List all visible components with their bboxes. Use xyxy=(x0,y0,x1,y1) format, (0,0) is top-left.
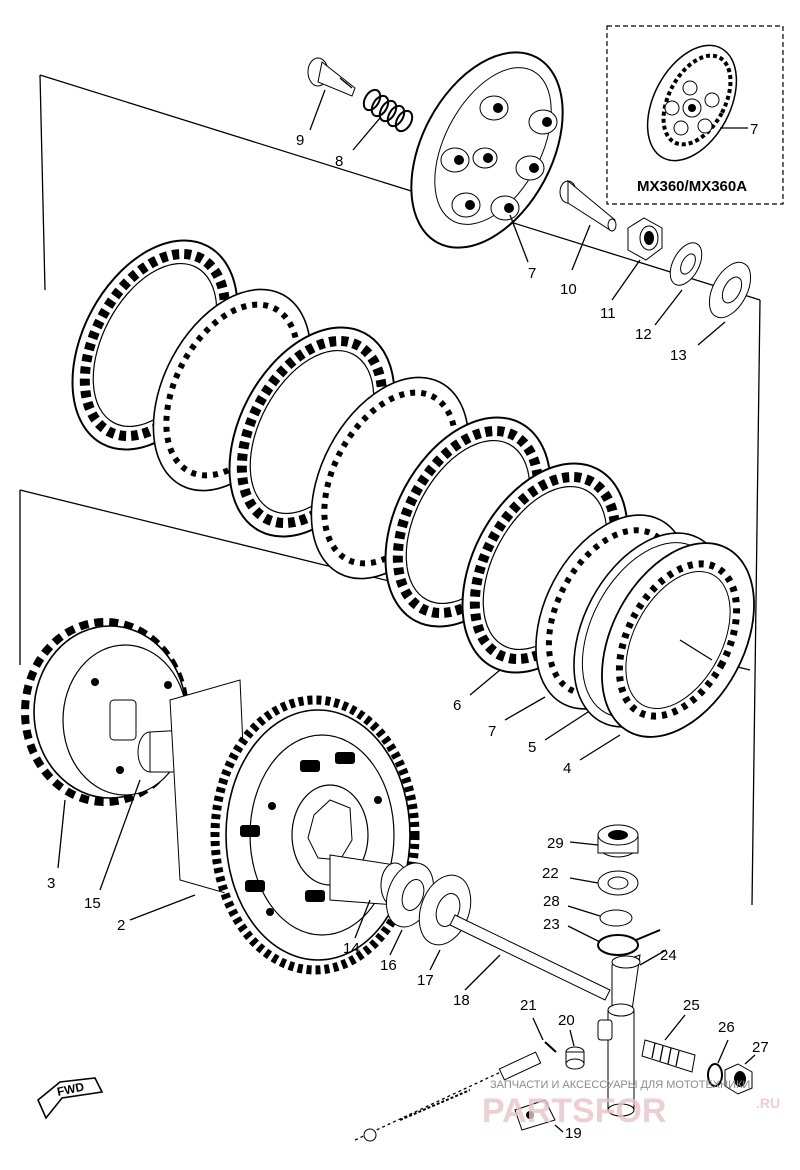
watermark-caption: ЗАПЧАСТИ И АКСЕССУАРЫ ДЛЯ МОТОТЕХНИКИ xyxy=(490,1079,750,1091)
clutch-cable xyxy=(354,1051,542,1142)
part-label-3: 4 xyxy=(563,760,571,777)
part-label-12: 12 xyxy=(635,326,652,343)
inset-model-label: MX360/MX360A xyxy=(637,178,747,195)
part-label-9: 9 xyxy=(296,132,304,149)
clutch-spring xyxy=(362,88,414,133)
part-label-17: 17 xyxy=(417,972,434,989)
part-label-20: 20 xyxy=(558,1012,575,1029)
part-label-7-inset: 7 xyxy=(750,121,758,138)
part-label-11: 11 xyxy=(600,305,616,322)
watermark-logo-tld: .RU xyxy=(756,1095,780,1111)
part-label-26: 26 xyxy=(718,1019,735,1036)
part-label-23: 23 xyxy=(543,916,560,933)
inset-pressure-plate xyxy=(646,44,738,162)
inset-box: 7 MX360/MX360A xyxy=(606,25,784,205)
pin-21 xyxy=(544,1041,557,1053)
thrust-washer xyxy=(708,261,752,319)
circlip-28 xyxy=(599,909,633,927)
steel-plate-last xyxy=(601,542,755,738)
part-label-7: 7 xyxy=(528,265,536,282)
part-label-5: 6 xyxy=(453,697,461,714)
part-label-27: 27 xyxy=(752,1039,769,1056)
part-label-24: 24 xyxy=(660,947,677,964)
bearing-29 xyxy=(597,824,639,858)
cable-lever-19 xyxy=(514,1099,556,1131)
part-label-22: 22 xyxy=(542,865,559,882)
watermark-logo: ЗАПЧАСТИ И АКСЕССУАРЫ ДЛЯ МОТОТЕХНИКИ PA… xyxy=(482,1079,780,1130)
fwd-arrow-icon: FWD xyxy=(37,1077,104,1120)
part-label-1: 2 xyxy=(117,917,125,934)
part-label-18: 18 xyxy=(453,992,470,1009)
lock-nut-27 xyxy=(724,1063,753,1095)
part-label-16: 16 xyxy=(380,957,397,974)
part-label-25: 25 xyxy=(683,997,700,1014)
clutch-boss xyxy=(21,618,189,806)
part-label-19: 19 xyxy=(565,1125,582,1142)
part-label-2: 3 xyxy=(47,875,55,892)
fwd-label: FWD xyxy=(56,1079,86,1098)
part-label-6: 7 xyxy=(488,723,496,740)
part-label-29: 29 xyxy=(547,835,564,852)
part-label-21: 21 xyxy=(520,997,537,1014)
pressure-plate xyxy=(410,51,564,263)
part-label-28: 28 xyxy=(543,893,560,910)
clutch-nut xyxy=(627,217,663,261)
watermark-logo-main: PARTSFOR xyxy=(482,1092,666,1130)
push-rod-short xyxy=(559,179,617,232)
dowel-20 xyxy=(565,1046,585,1070)
pressure-plate-bolt xyxy=(307,57,356,97)
return-spring-23 xyxy=(597,929,661,956)
adjusting-screw xyxy=(641,1039,696,1073)
part-label-4: 5 xyxy=(528,739,536,756)
part-label-8: 8 xyxy=(335,153,343,170)
push-lever-axle xyxy=(597,954,641,1117)
part-label-15: 15 xyxy=(84,895,101,912)
part-label-10: 10 xyxy=(560,281,577,298)
part-label-14: 14 xyxy=(343,940,360,957)
push-rod-long xyxy=(449,914,611,1001)
primary-driven-gear xyxy=(169,679,420,975)
o-ring-26 xyxy=(707,1063,723,1087)
oil-seal-22 xyxy=(597,870,639,896)
lock-washer xyxy=(669,242,703,286)
part-label-13: 13 xyxy=(670,347,687,364)
clutch-plate-stack xyxy=(71,239,755,738)
